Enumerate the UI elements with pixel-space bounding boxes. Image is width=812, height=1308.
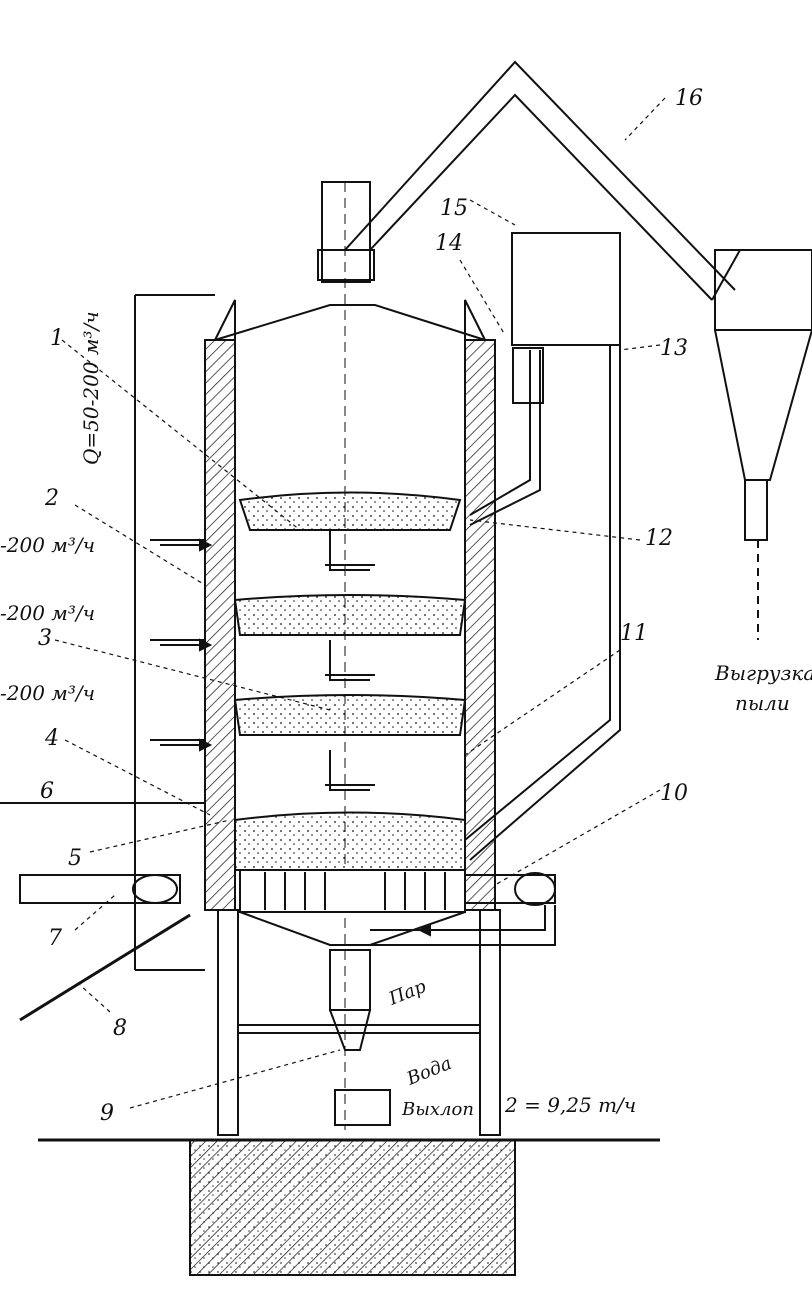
callout-5: 5 [68, 846, 82, 871]
exhaust-label: Выхлоп [401, 1099, 474, 1120]
right-cyclone [711, 249, 812, 640]
foundation [38, 1138, 660, 1276]
downcomers [325, 530, 375, 791]
bed-trays [233, 491, 467, 871]
callout-6: 6 [40, 779, 54, 804]
callout-3: 3 [38, 626, 52, 651]
cyclone-separator [511, 232, 621, 404]
callout-2: 2 [44, 486, 59, 511]
callout-4: 4 [44, 726, 59, 751]
callout-9: 9 [100, 1101, 114, 1126]
callout-12: 12 [645, 526, 673, 551]
flow-rate-vertical: Q=50-200 м³/ч [79, 311, 103, 465]
callout-14: 14 [435, 231, 463, 256]
flow-rate-labels: Q=50-200 м³/ч -200 м³/ч -200 м³/ч -200 м… [0, 311, 636, 1117]
callout-16: 16 [675, 86, 703, 111]
discharge-cone [329, 949, 391, 1126]
callout-8: 8 [113, 1016, 127, 1041]
flow-rate-bottom: 2 = 9,25 т/ч [504, 1093, 636, 1117]
top-exhaust-pipe [317, 181, 375, 1130]
flow-rate-tier3: -200 м³/ч [0, 681, 95, 705]
callout-7: 7 [48, 926, 62, 951]
callout-11: 11 [620, 621, 648, 646]
callout-13: 13 [660, 336, 688, 361]
discharge-label: Выгрузка [714, 661, 812, 685]
water-label: Вода [403, 1053, 455, 1090]
return-pipes [370, 345, 621, 946]
overhead-duct [344, 60, 736, 301]
callout-10: 10 [660, 781, 688, 806]
flow-arrows [160, 538, 470, 937]
callout-1: 1 [50, 326, 64, 351]
callout-15: 15 [440, 196, 468, 221]
column-shell [204, 299, 496, 911]
callout-labels: 1 2 3 4 5 6 7 8 9 10 11 12 13 14 15 16 [38, 86, 703, 1126]
inlet-manifold [0, 294, 215, 1022]
callout-leaders [54, 97, 666, 1109]
flow-rate-tier1: -200 м³/ч [0, 533, 95, 557]
grid-plate [239, 869, 466, 946]
steam-label: Пар [385, 976, 429, 1010]
flow-rate-tier2: -200 м³/ч [0, 601, 95, 625]
discharge-label-2: пыли [735, 691, 790, 715]
